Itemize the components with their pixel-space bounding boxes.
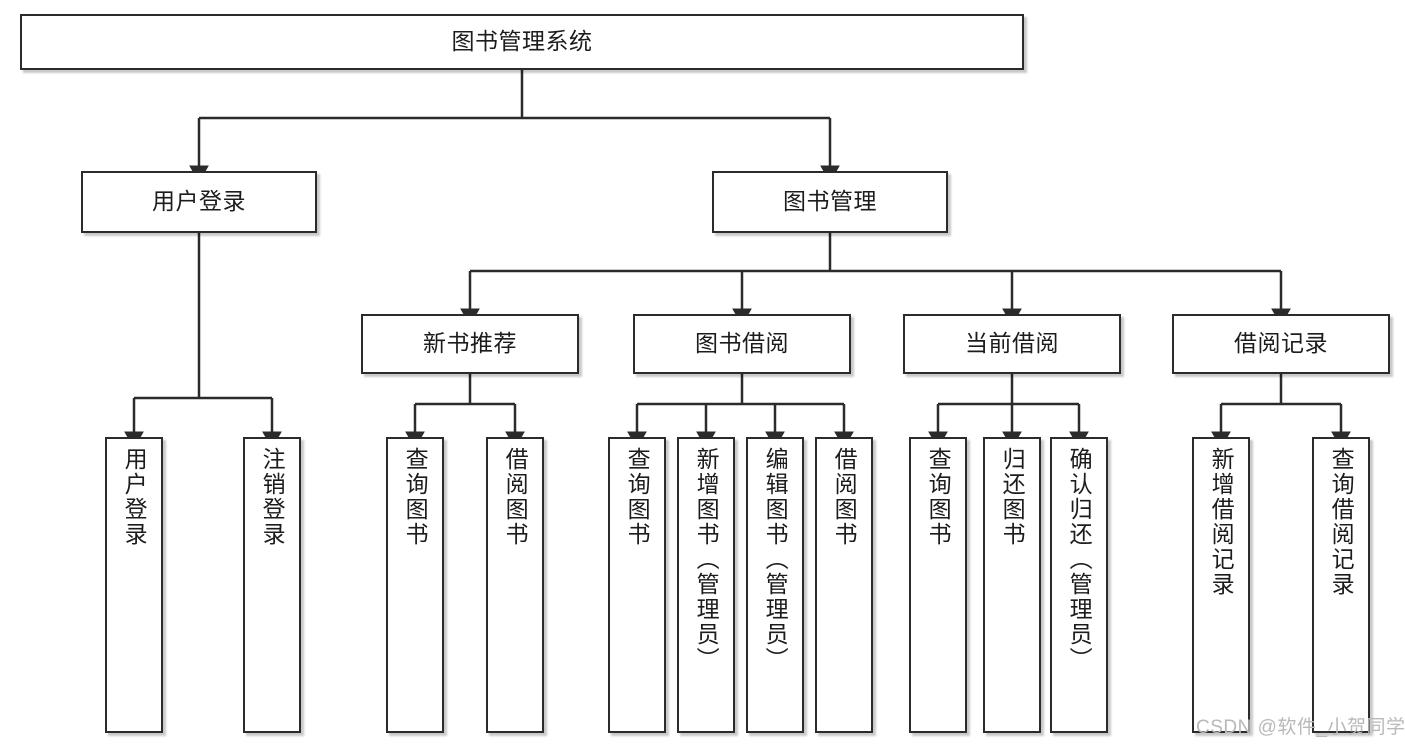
node-leaf-logout[interactable]: 注销登录 [243,437,301,733]
node-label: 用户登录 [152,188,246,215]
node-label: 归还图书 [999,447,1026,547]
node-label: 查询借阅记录 [1328,447,1355,597]
node-leaf-cb-query[interactable]: 查询图书 [909,437,967,733]
node-label: 确认归还（管理员） [1066,447,1093,672]
node-label: 借阅记录 [1234,330,1328,357]
node-label: 图书借阅 [695,330,789,357]
node-leaf-rec-borrow[interactable]: 借阅图书 [486,437,544,733]
node-label: 用户登录 [121,447,148,547]
node-borrow-record[interactable]: 借阅记录 [1172,314,1390,374]
node-leaf-bb-add[interactable]: 新增图书（管理员） [677,437,735,733]
node-label: 图书管理 [783,188,877,215]
node-user-login[interactable]: 用户登录 [81,171,317,233]
node-leaf-br-query[interactable]: 查询借阅记录 [1312,437,1370,733]
node-leaf-br-add[interactable]: 新增借阅记录 [1192,437,1250,733]
node-label: 查询图书 [925,447,952,547]
node-label: 查询图书 [402,447,429,547]
node-book-borrow[interactable]: 图书借阅 [633,314,851,374]
node-leaf-rec-query[interactable]: 查询图书 [386,437,444,733]
node-leaf-bb-edit[interactable]: 编辑图书（管理员） [746,437,804,733]
node-label: 编辑图书（管理员） [762,447,789,672]
node-label: 借阅图书 [831,447,858,547]
node-root[interactable]: 图书管理系统 [20,14,1024,70]
node-leaf-bb-borrow[interactable]: 借阅图书 [815,437,873,733]
node-label: 查询图书 [624,447,651,547]
node-label: 当前借阅 [965,330,1059,357]
node-label: 注销登录 [259,447,286,547]
node-label: 新增图书（管理员） [693,447,720,672]
node-leaf-bb-query[interactable]: 查询图书 [608,437,666,733]
node-label: 新书推荐 [423,330,517,357]
node-label: 新增借阅记录 [1208,447,1235,597]
node-new-book-rec[interactable]: 新书推荐 [361,314,579,374]
node-leaf-cb-confirm[interactable]: 确认归还（管理员） [1050,437,1108,733]
node-label: 借阅图书 [502,447,529,547]
node-leaf-cb-return[interactable]: 归还图书 [983,437,1041,733]
node-book-manage[interactable]: 图书管理 [712,171,948,233]
node-leaf-user-login[interactable]: 用户登录 [105,437,163,733]
node-label: 图书管理系统 [451,28,593,55]
node-current-borrow[interactable]: 当前借阅 [903,314,1121,374]
